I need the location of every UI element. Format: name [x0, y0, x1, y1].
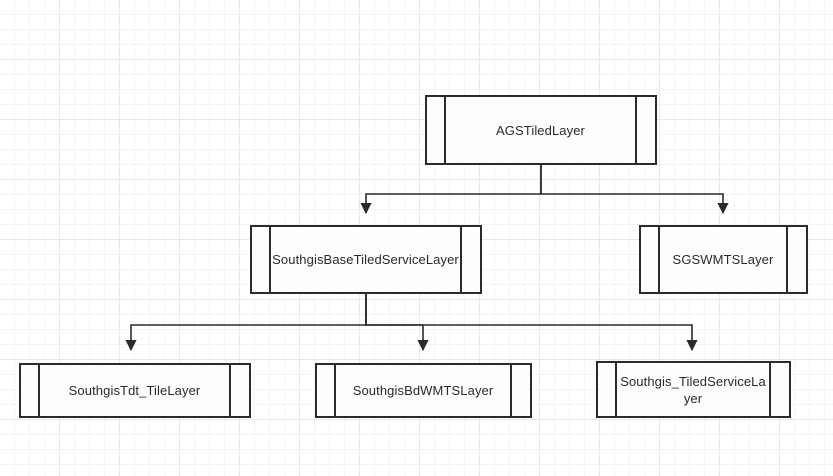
edge-southgisbase-to-tiledservice: [365, 293, 698, 352]
node-body: Southgis_TiledServiceLayer: [617, 363, 769, 416]
edge-ags-to-southgisbase: [360, 164, 542, 215]
node-right-gutter: [229, 365, 249, 416]
node-left-gutter: [598, 363, 617, 416]
node-left-gutter: [427, 97, 446, 163]
class-node-southgisbasetiledservicelayer[interactable]: SouthgisBaseTiledServiceLayer: [250, 225, 482, 294]
class-node-southgisbdwmtslayer[interactable]: SouthgisBdWMTSLayer: [315, 363, 532, 418]
node-body: SouthgisBdWMTSLayer: [336, 365, 510, 416]
node-right-gutter: [510, 365, 530, 416]
edge-southgisbase-to-tdt: [125, 293, 367, 352]
node-left-gutter: [641, 227, 660, 292]
class-node-southgis-tiledservicelayer[interactable]: Southgis_TiledServiceLayer: [596, 361, 791, 418]
node-right-gutter: [460, 227, 480, 292]
class-node-sgswmtslayer[interactable]: SGSWMTSLayer: [639, 225, 808, 294]
class-name-label: SouthgisBdWMTSLayer: [352, 383, 494, 398]
class-name-label: SGSWMTSLayer: [672, 252, 774, 267]
node-right-gutter: [786, 227, 806, 292]
node-right-gutter: [635, 97, 655, 163]
class-name-label: SouthgisTdt_TileLayer: [68, 383, 201, 398]
node-body: SouthgisTdt_TileLayer: [40, 365, 229, 416]
node-body: SouthgisBaseTiledServiceLayer: [271, 227, 460, 292]
class-name-label: Southgis_TiledServiceLayer: [620, 373, 766, 406]
node-body: AGSTiledLayer: [446, 97, 635, 163]
node-body: SGSWMTSLayer: [660, 227, 786, 292]
class-name-label: SouthgisBaseTiledServiceLayer: [272, 252, 459, 267]
node-left-gutter: [21, 365, 40, 416]
class-name-label: AGSTiledLayer: [496, 122, 585, 138]
class-node-southgistdt-tilelayer[interactable]: SouthgisTdt_TileLayer: [19, 363, 251, 418]
node-left-gutter: [317, 365, 336, 416]
node-left-gutter: [252, 227, 271, 292]
edge-ags-to-sgswmts: [540, 164, 729, 215]
class-node-agstiledlayer[interactable]: AGSTiledLayer: [425, 95, 657, 165]
node-right-gutter: [769, 363, 789, 416]
edge-southgisbase-to-bdwmts: [365, 293, 429, 352]
